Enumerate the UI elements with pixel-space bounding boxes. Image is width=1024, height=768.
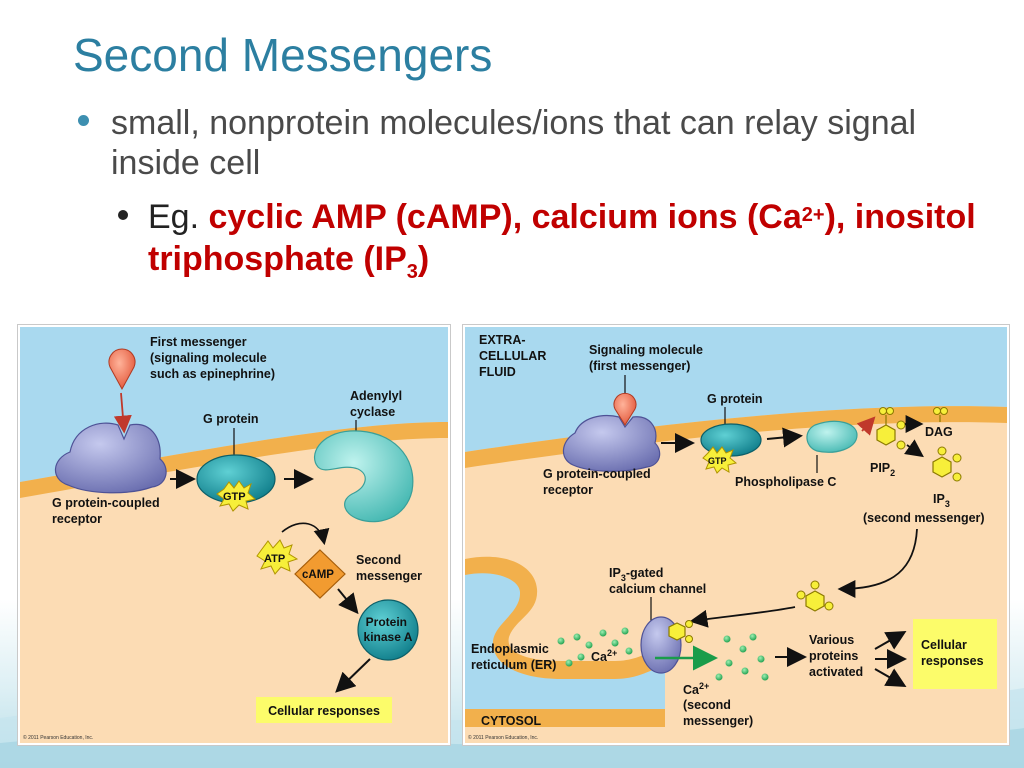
- various-proteins-label: Various proteins activated: [809, 633, 863, 679]
- protein-kinase-shape: [357, 599, 419, 661]
- binding-arrow: [113, 392, 132, 434]
- to-ip3-arrow: [904, 439, 924, 458]
- gtp-starburst: [216, 480, 257, 512]
- dag-label: DAG: [925, 425, 953, 439]
- phospholipase-label: Phospholipase C: [735, 475, 836, 489]
- cellular-responses-label: Cellular responses: [921, 638, 984, 668]
- pip2-molecule: [876, 407, 906, 450]
- atp-label: ATP: [264, 553, 285, 565]
- gprotein-to-phospholipase-arrow: [766, 427, 803, 448]
- er-calcium-ions: [557, 627, 633, 667]
- camp-to-kinase-arrow: [337, 588, 359, 615]
- sub-bullet-dot: [118, 210, 128, 220]
- proteins-to-response-arrow-1: [874, 631, 907, 650]
- gtp-label: GTP: [708, 456, 727, 466]
- left-copyright: © 2011 Pearson Education, Inc.: [23, 734, 93, 741]
- dag-molecule: [933, 407, 948, 422]
- cytosol-calcium-label: Ca2+ (second messenger): [683, 678, 753, 728]
- signaling-molecule-label: Signaling molecule (first messenger): [589, 343, 706, 373]
- ip3-cytosol-molecule: [796, 580, 834, 612]
- cellular-responses-box: [913, 619, 997, 689]
- calcium-charge: 2+: [801, 204, 825, 226]
- ip3-diffusion-arrow: [837, 528, 918, 598]
- protein-kinase-label: Protein kinase A: [364, 615, 413, 644]
- signaling-molecule-drop: [613, 392, 637, 426]
- er-label: Endoplasmic reticulum (ER): [471, 642, 556, 672]
- examples-prefix: Eg.: [148, 198, 209, 236]
- gtp-label: GTP: [223, 491, 246, 503]
- phospholipase-shape: [806, 420, 858, 453]
- examples-close-paren: ): [417, 240, 430, 278]
- ip3-label: IP3: [933, 492, 950, 509]
- cellular-responses-label: Cellular responses: [268, 704, 380, 718]
- proteins-to-response-arrow-3: [874, 668, 907, 687]
- bullet-dot: [78, 115, 89, 126]
- examples-ip3: ), inositol triphosphate (IP: [148, 198, 976, 278]
- cytosol-calcium-ions: [715, 633, 769, 681]
- right-copyright: © 2011 Pearson Education, Inc.: [468, 734, 538, 741]
- ip3-second-messenger-label: (second messenger): [863, 511, 985, 525]
- second-messenger-label: Second messenger: [356, 553, 422, 583]
- adenylyl-cyclase-label: Adenylyl cyclase: [350, 389, 406, 419]
- camp-pathway-diagram: First messenger (signaling molecule such…: [20, 327, 448, 743]
- camp-pathway-figure: First messenger (signaling molecule such…: [18, 325, 450, 745]
- calcium-pathway-figure: EXTRA- CELLULAR FLUID Signaling molecule…: [463, 325, 1009, 745]
- extracellular-label: EXTRA- CELLULAR FLUID: [479, 333, 550, 379]
- examples-camp-calcium: cyclic AMP (cAMP), calcium ions (Ca: [208, 198, 802, 236]
- atp-starburst: [256, 539, 299, 575]
- pip2-label: PIP2: [870, 461, 895, 478]
- pip2-cleavage-arrow: [856, 416, 876, 436]
- cellular-responses-box: [256, 697, 392, 723]
- g-protein-label: G protein: [203, 412, 259, 426]
- ip3-subscript: 3: [406, 260, 418, 283]
- g-protein-label: G protein: [707, 392, 763, 406]
- er-lumen: [465, 573, 665, 709]
- first-messenger-drop: [108, 348, 136, 391]
- ip3-molecule: [932, 446, 962, 482]
- ip3-bound-molecule: [668, 620, 693, 643]
- slide-title: Second Messengers: [73, 29, 493, 81]
- calcium-pathway-diagram: EXTRA- CELLULAR FLUID Signaling molecule…: [465, 327, 1007, 743]
- er-calcium-label: Ca2+: [591, 648, 617, 664]
- adenylyl-cyclase-shape: [313, 430, 414, 523]
- gpcr-receptor-shape: [562, 414, 661, 472]
- gpcr-label: G protein-coupled receptor: [52, 496, 163, 526]
- atp-to-camp-arrow: [281, 522, 330, 546]
- bullet-definition-text: small, nonprotein molecules/ions that ca…: [111, 104, 917, 182]
- ip3-gated-channel-label: IP3-gated calcium channel: [609, 566, 706, 596]
- gpcr-receptor-shape: [54, 422, 167, 494]
- camp-label: cAMP: [302, 569, 334, 581]
- first-messenger-label: First messenger (signaling molecule such…: [150, 335, 275, 381]
- ip3-to-channel-arrow: [689, 606, 796, 628]
- gtp-starburst: [702, 446, 738, 474]
- camp-diamond: [294, 549, 346, 599]
- gpcr-label: G protein-coupled receptor: [543, 467, 654, 497]
- kinase-to-response-arrow: [335, 658, 371, 693]
- bullet-examples-text: Eg. cyclic AMP (cAMP), calcium ions (Ca2…: [148, 196, 998, 293]
- cytosol-label: CYTOSOL: [481, 714, 542, 728]
